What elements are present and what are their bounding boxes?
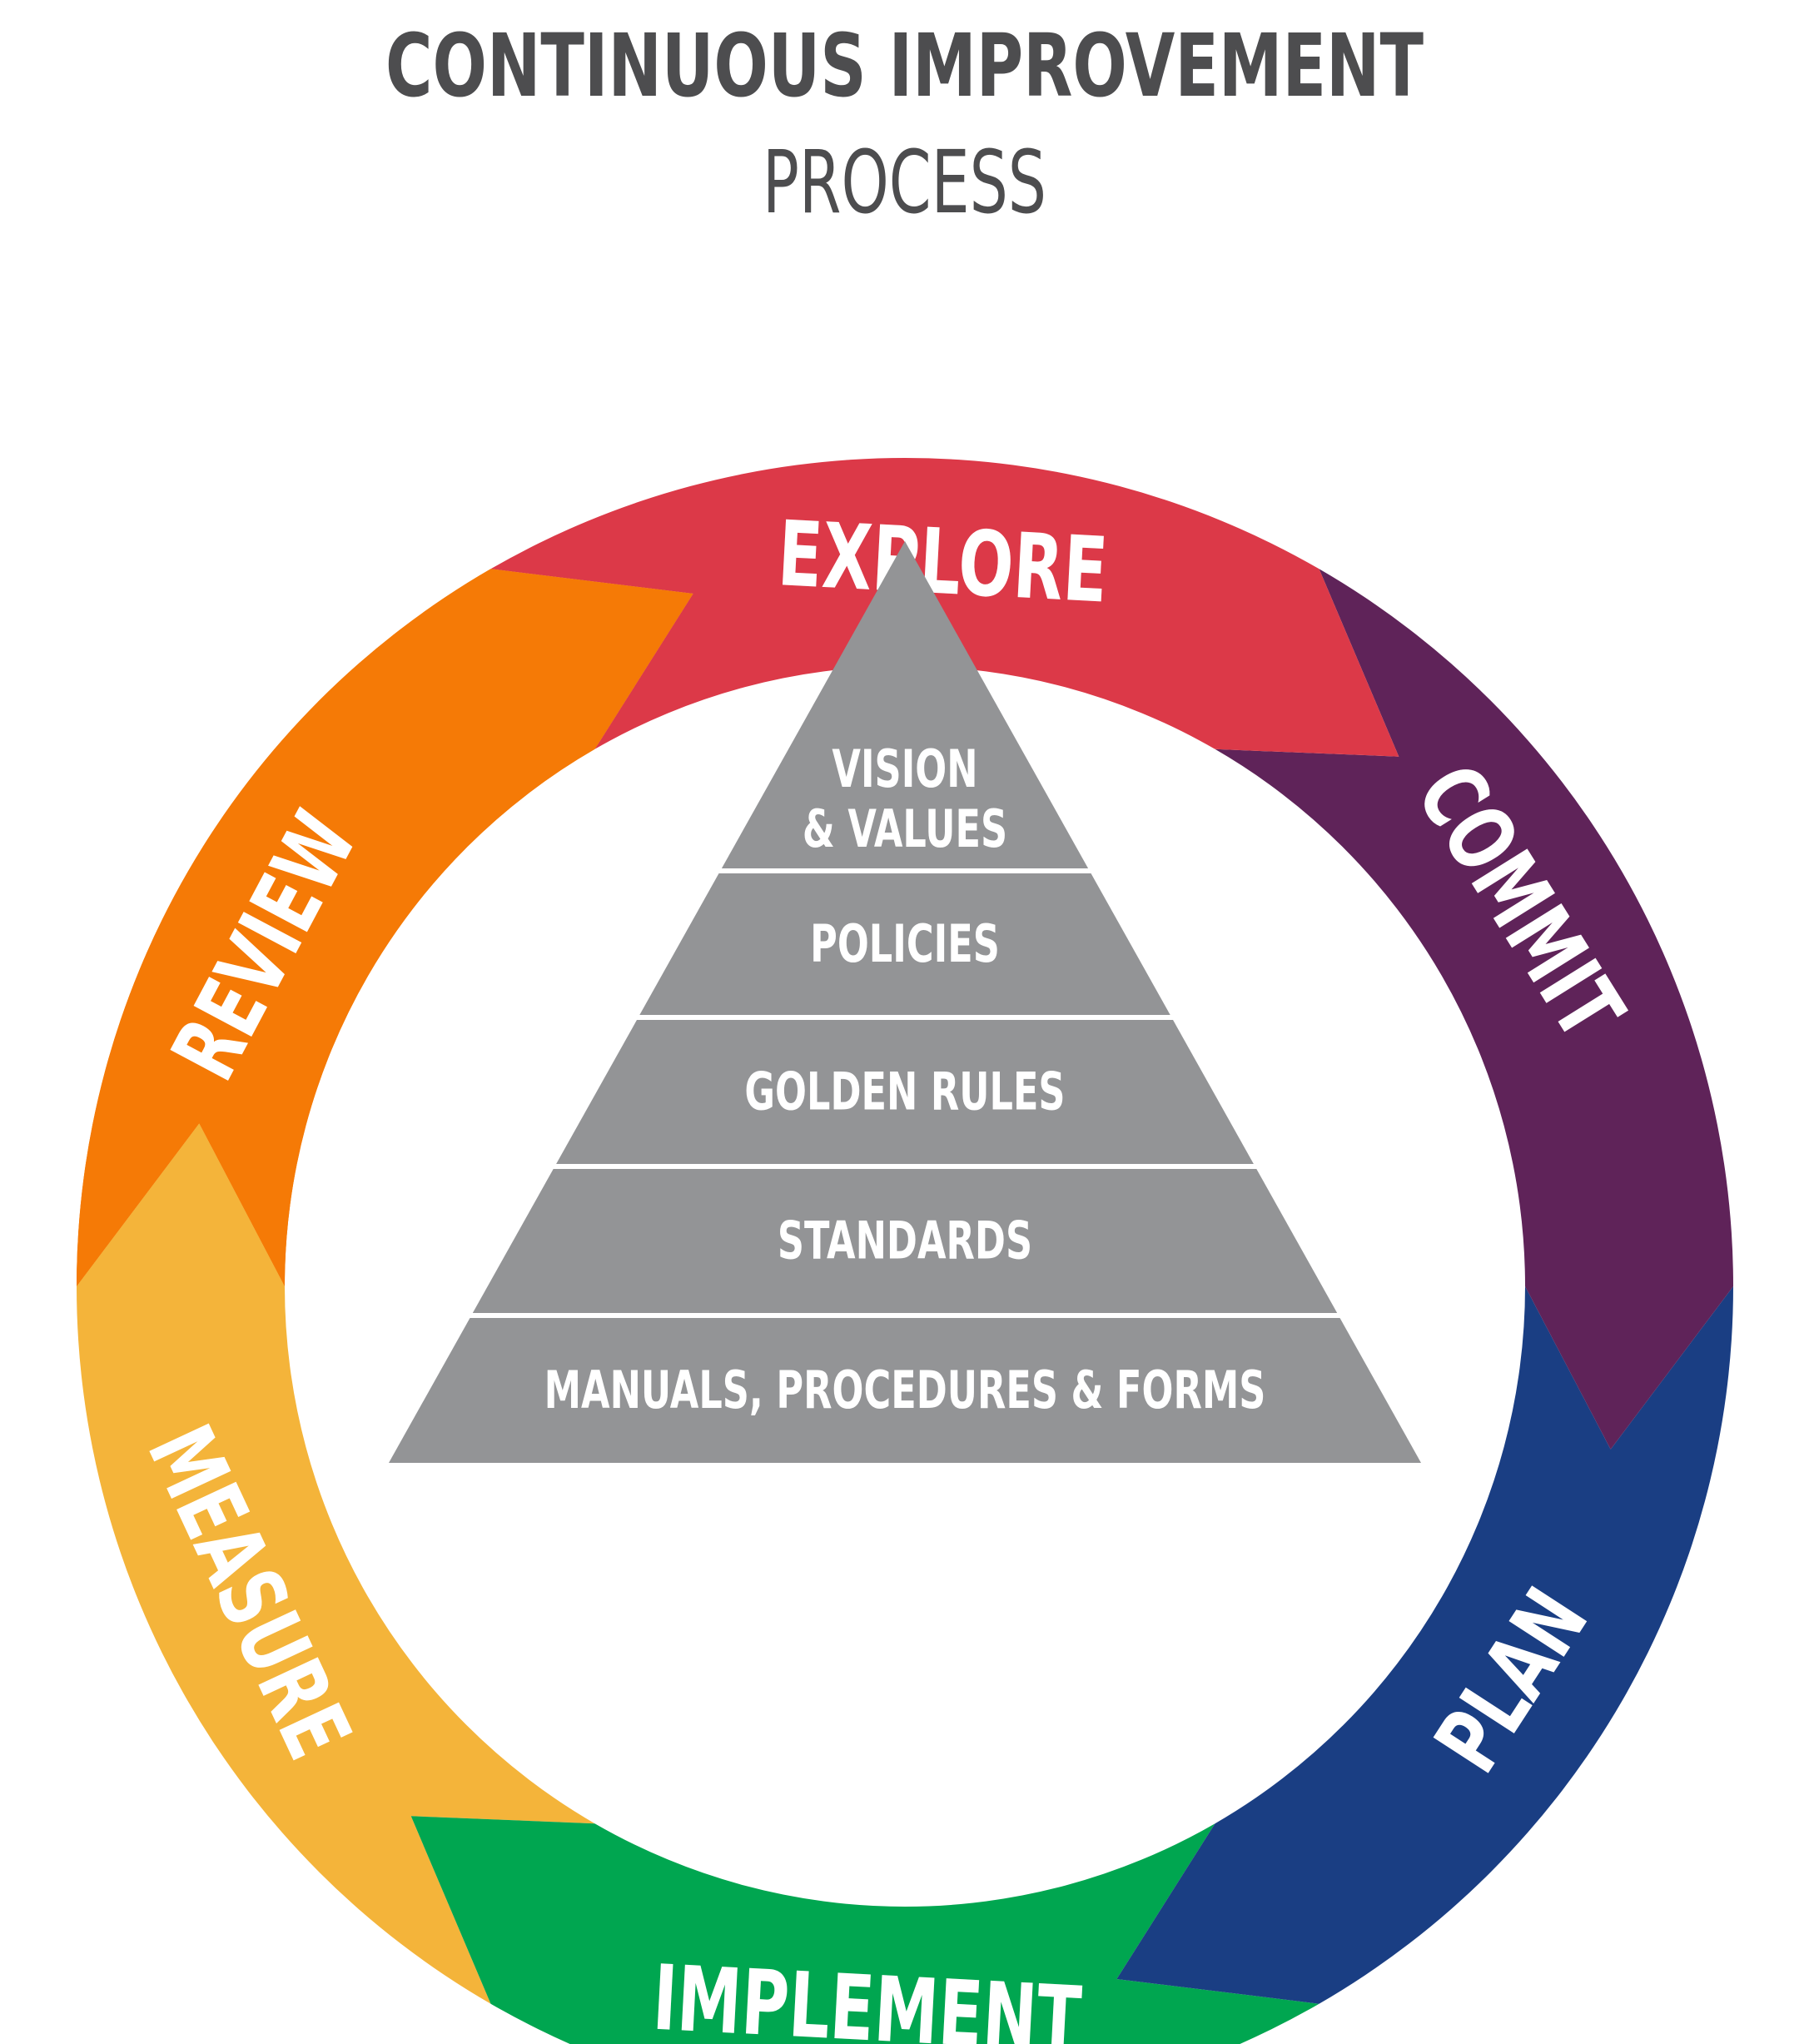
cycle-label-explore: EXPLORE [776, 502, 1111, 624]
cycle-segment-measure [77, 1123, 595, 2004]
diagram-title: CONTINUOUS IMPROVEMENT [385, 15, 1424, 117]
diagram-subtitle: PROCESS [762, 132, 1047, 233]
cycle-segment-commit [1215, 569, 1733, 1450]
pyramid-layer-label: POLICIES [810, 914, 1000, 974]
cycle-ring [77, 457, 1733, 2044]
pyramid-layer [721, 541, 1089, 868]
cycle-segment-implement [410, 1816, 1319, 2044]
pyramid-layer [639, 873, 1170, 1015]
pyramid: VISION& VALUES POLICIES GOLDEN RULES STANDA… [389, 541, 1421, 1463]
pyramid-layer [472, 1169, 1338, 1313]
pyramid-layer-label: MANUALS, PROCEDURES & FORMS [544, 1360, 1266, 1420]
pyramid-layer-label: & VALUES [803, 799, 1007, 859]
pyramid-layer-label: GOLDEN RULES [744, 1062, 1065, 1121]
cycle-segment-plan [1116, 1286, 1733, 2004]
pyramid-layer-label: VISION [832, 739, 977, 799]
pyramid-layer-label: STANDARDS [778, 1211, 1032, 1271]
cycle-segment-explore [490, 457, 1399, 757]
pyramid-layer [389, 1318, 1421, 1463]
cycle-segment-review [77, 569, 693, 1286]
pyramid-layer [556, 1020, 1254, 1164]
